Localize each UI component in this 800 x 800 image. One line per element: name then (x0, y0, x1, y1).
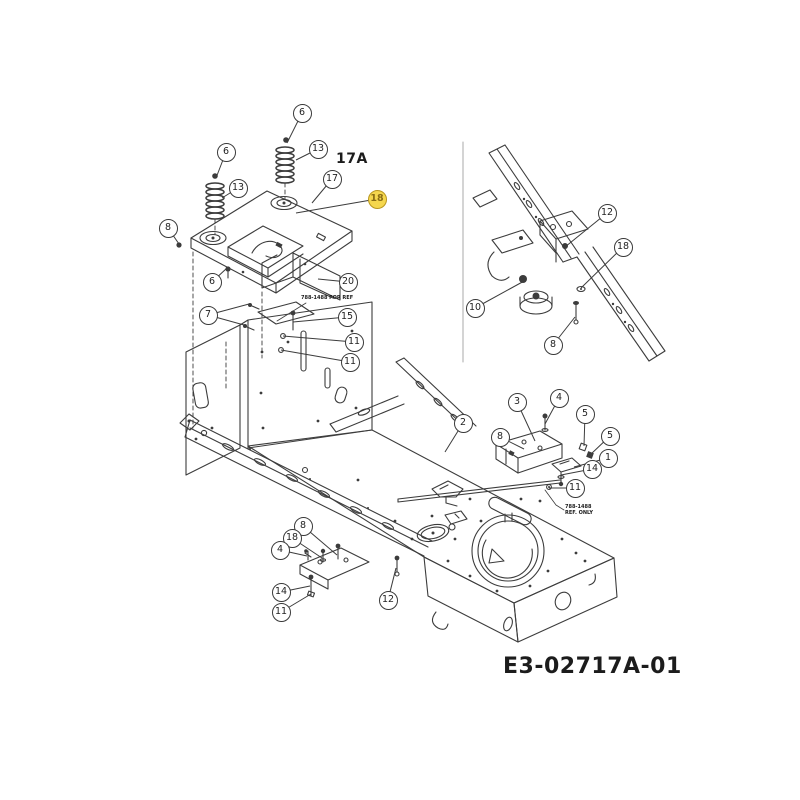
leader-line (282, 335, 355, 343)
callout-7[interactable]: 7 (198, 305, 218, 325)
callout-1[interactable]: 1 (598, 448, 618, 468)
callout-18[interactable]: 18 (613, 237, 633, 257)
callout-8[interactable]: 8 (543, 335, 563, 355)
callout-8[interactable]: 8 (490, 427, 510, 447)
callout-11[interactable]: 11 (565, 478, 585, 498)
callout-8[interactable]: 8 (158, 218, 178, 238)
stabilizer-bracket (299, 543, 400, 598)
callout-13[interactable]: 13 (308, 139, 328, 159)
seat-plate (176, 190, 353, 294)
callout-4[interactable]: 4 (549, 388, 569, 408)
leader-line (280, 349, 351, 363)
callout-10[interactable]: 10 (465, 298, 485, 318)
inset-detail (462, 141, 666, 363)
callout-11[interactable]: 11 (344, 332, 364, 352)
callout-17[interactable]: 17 (322, 169, 342, 189)
callout-4[interactable]: 4 (270, 540, 290, 560)
spring-left (205, 173, 225, 235)
callout-3[interactable]: 3 (507, 392, 527, 412)
ref-note-leader (276, 302, 307, 322)
callout-6[interactable]: 6 (202, 272, 222, 292)
frame-body (247, 429, 618, 643)
left-rail (179, 413, 433, 557)
callout-6[interactable]: 6 (292, 103, 312, 123)
leader-line (295, 198, 378, 214)
callout-12[interactable]: 12 (378, 590, 398, 610)
spring-right (275, 137, 295, 200)
callout-20[interactable]: 20 (338, 272, 358, 292)
callout-11[interactable]: 11 (271, 602, 291, 622)
callout-12[interactable]: 12 (597, 203, 617, 223)
callout-5[interactable]: 5 (575, 404, 595, 424)
callout-18[interactable]: 18 (282, 528, 302, 548)
callout-18-highlighted[interactable]: 18 (367, 189, 387, 209)
callout-6[interactable]: 6 (216, 142, 236, 162)
callout-2[interactable]: 2 (453, 413, 473, 433)
callout-14[interactable]: 14 (271, 582, 291, 602)
callout-14[interactable]: 14 (582, 459, 602, 479)
seat-bracket (261, 252, 341, 301)
callout-15[interactable]: 15 (337, 307, 357, 327)
callout-11[interactable]: 11 (340, 352, 360, 372)
callout-13[interactable]: 13 (228, 178, 248, 198)
callout-5[interactable]: 5 (600, 426, 620, 446)
